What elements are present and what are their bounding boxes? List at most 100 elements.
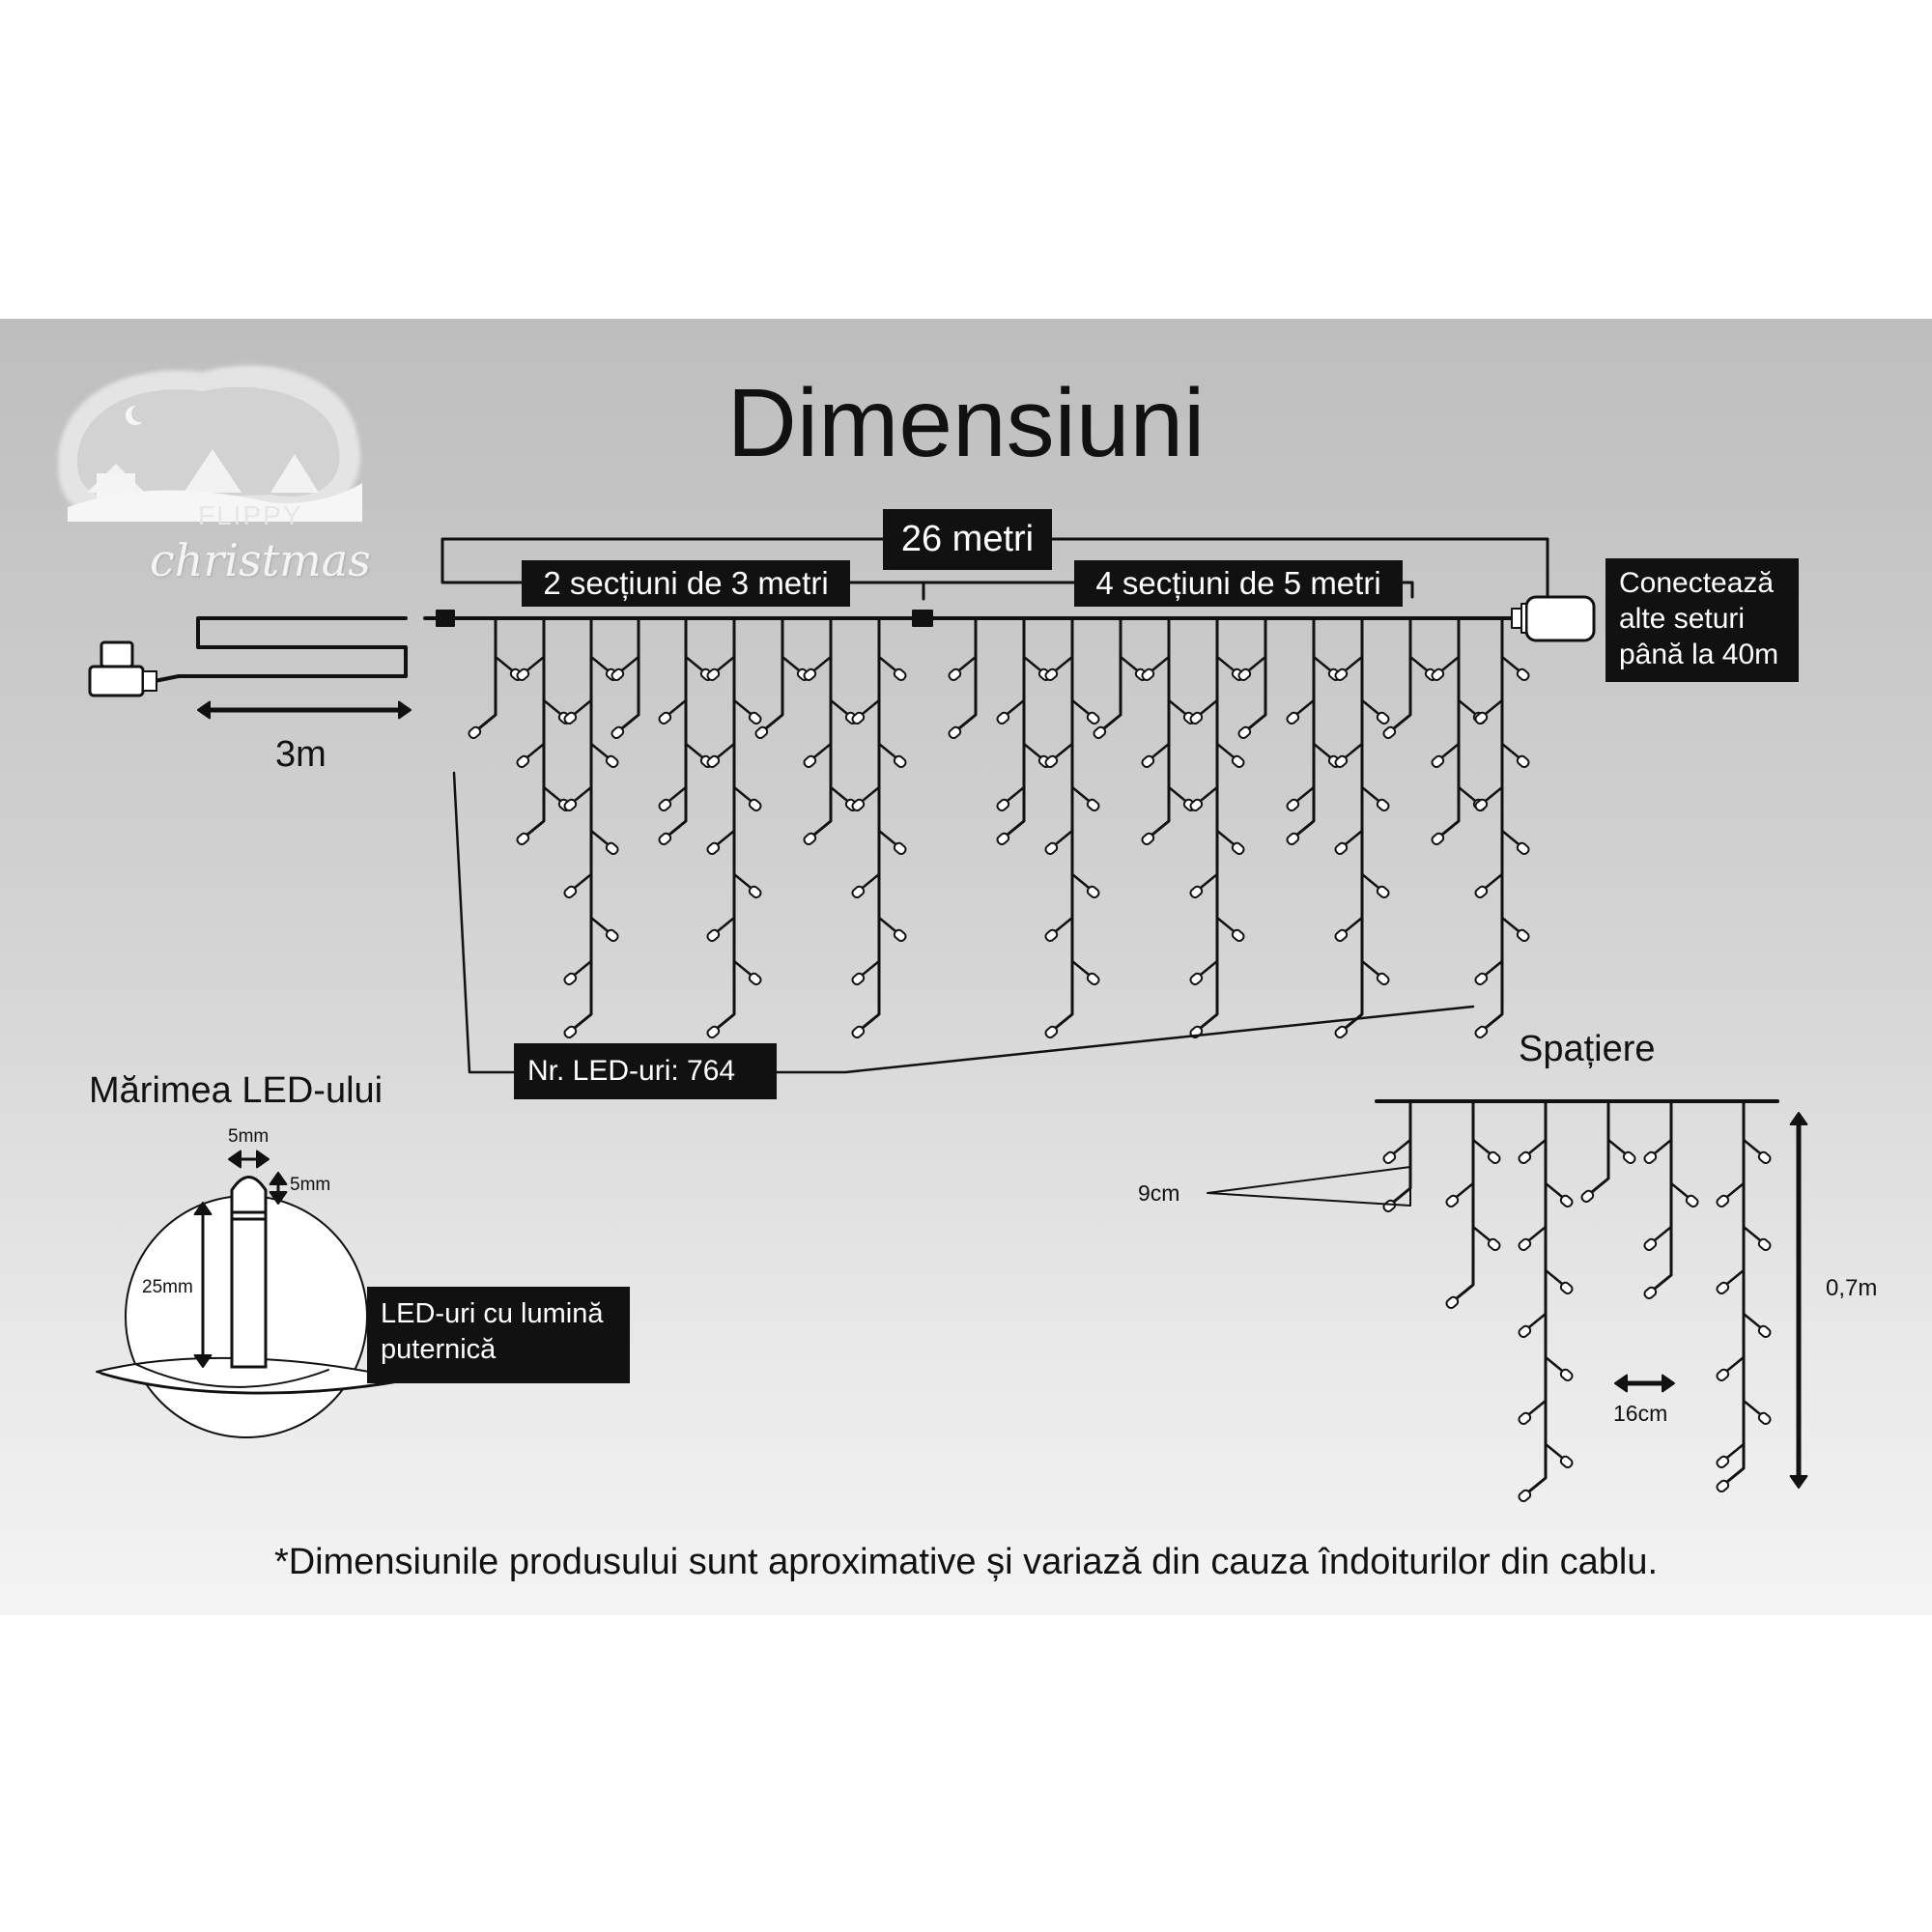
- led-bulb: [1141, 832, 1155, 846]
- led-count-label: Nr. LED-uri: 764: [514, 1043, 777, 1099]
- brand-name-bottom: christmas: [150, 534, 371, 586]
- led-bulb: [1141, 754, 1155, 769]
- led-bulb: [1231, 754, 1245, 769]
- led-bulb: [1757, 1237, 1772, 1252]
- led-bulb: [1086, 798, 1100, 812]
- led-bulb: [1487, 1151, 1501, 1165]
- led-bulb: [1086, 972, 1100, 986]
- arrow-head: [1789, 1112, 1808, 1125]
- led-bulb: [1516, 928, 1530, 943]
- led-bulb: [1086, 885, 1100, 899]
- led-bulb: [1093, 725, 1107, 740]
- led-bulb: [1757, 1151, 1772, 1165]
- icicle-strand: [952, 616, 978, 734]
- section-a-label: 2 secțiuni de 3 metri: [522, 560, 850, 607]
- led-bulb: [1757, 1324, 1772, 1339]
- led-bulb: [1376, 798, 1390, 812]
- led-bulb: [1559, 1368, 1574, 1382]
- led-bulb: [1334, 841, 1349, 856]
- vertical-spacing-pointer: [1207, 1166, 1411, 1207]
- cable-twist: [134, 1363, 329, 1388]
- led-bulb: [1141, 668, 1155, 682]
- section-b-label: 4 secțiuni de 5 metri: [1074, 560, 1403, 607]
- led-bulb: [1376, 972, 1390, 986]
- led-length-label: 25mm: [142, 1277, 193, 1297]
- icicle-strand: [1648, 1099, 1673, 1294]
- led-bulb: [1474, 972, 1489, 986]
- led-bulb: [803, 754, 817, 769]
- led-bulb: [1559, 1194, 1574, 1208]
- led-bulb: [1189, 885, 1204, 899]
- led-size-title: Mărimea LED-ului: [89, 1070, 384, 1111]
- led-bulb: [1334, 668, 1349, 682]
- icicle-strand: [663, 616, 688, 840]
- led-bulb: [563, 885, 578, 899]
- led-bulb: [1518, 1489, 1532, 1503]
- led-bulb: [1286, 832, 1300, 846]
- arrow-head: [228, 1150, 242, 1169]
- cable-twist: [100, 1373, 402, 1395]
- led-bulb: [516, 754, 530, 769]
- led-bulb: [516, 668, 530, 682]
- led-bulb: [1474, 1025, 1489, 1039]
- led-bulb: [996, 798, 1010, 812]
- led-bulb: [1189, 972, 1204, 986]
- led-bulb: [1518, 1237, 1532, 1252]
- led-head: [230, 1176, 268, 1214]
- icicle-strand: [1097, 616, 1122, 734]
- led-bulb: [1044, 841, 1059, 856]
- led-bulb: [605, 754, 619, 769]
- led-bulb: [996, 832, 1010, 846]
- led-bulb: [1431, 754, 1445, 769]
- led-bulb: [1044, 668, 1059, 682]
- led-bulb: [706, 1025, 721, 1039]
- led-bulb: [1445, 1194, 1460, 1208]
- led-bulb: [1286, 711, 1300, 725]
- arrow-head: [269, 1172, 288, 1185]
- led-bulb: [1516, 754, 1530, 769]
- arrow-head: [269, 1191, 288, 1205]
- arrow-head: [193, 1202, 213, 1215]
- icicle-strand: [759, 616, 784, 734]
- arrow-head: [1614, 1374, 1628, 1393]
- arrow-head: [1789, 1475, 1808, 1489]
- led-bulb: [1474, 711, 1489, 725]
- horizontal-spacing-label: 16cm: [1613, 1401, 1668, 1426]
- power-adapter-plug: [99, 640, 134, 668]
- connector: [912, 610, 933, 627]
- connect-info-line: Conectează: [1619, 567, 1775, 599]
- arrow-head: [193, 1354, 213, 1368]
- led-bulb: [1382, 725, 1397, 740]
- icicle-strand: [521, 616, 546, 840]
- total-length-label: 26 metri: [883, 509, 1052, 570]
- led-bulb: [1518, 1411, 1532, 1426]
- footnote: *Dimensiunile produsului sunt aproximati…: [273, 1542, 1659, 1582]
- connect-info-line: alte seturi: [1619, 603, 1746, 635]
- led-bulb: [658, 798, 672, 812]
- icicle-strand: [1291, 616, 1316, 840]
- led-description-label: LED-uri cu lumină puternică: [367, 1287, 630, 1383]
- led-bulb: [1518, 1324, 1532, 1339]
- led-bulb: [1643, 1286, 1658, 1300]
- led-bulb: [851, 972, 866, 986]
- led-bulb: [1044, 1025, 1059, 1039]
- led-bulb: [1716, 1368, 1730, 1382]
- lead-length-label: 3m: [275, 734, 327, 775]
- led-bulb: [1237, 668, 1252, 682]
- led-bulb: [1716, 1455, 1730, 1469]
- icicle-strand: [1585, 1099, 1610, 1198]
- led-bulb: [948, 725, 962, 740]
- icicle-strand: [1479, 616, 1504, 1034]
- led-bulb: [1516, 841, 1530, 856]
- led-bulb: [1445, 1295, 1460, 1310]
- led-bulb: [563, 972, 578, 986]
- led-bulb: [611, 668, 625, 682]
- led-bulb: [803, 668, 817, 682]
- end-connector: [1524, 595, 1596, 642]
- led-bulb: [706, 841, 721, 856]
- led-bulb: [754, 725, 769, 740]
- led-bulb: [1334, 928, 1349, 943]
- led-bulb: [1334, 754, 1349, 769]
- led-bulb: [658, 711, 672, 725]
- arrow-head: [197, 700, 211, 720]
